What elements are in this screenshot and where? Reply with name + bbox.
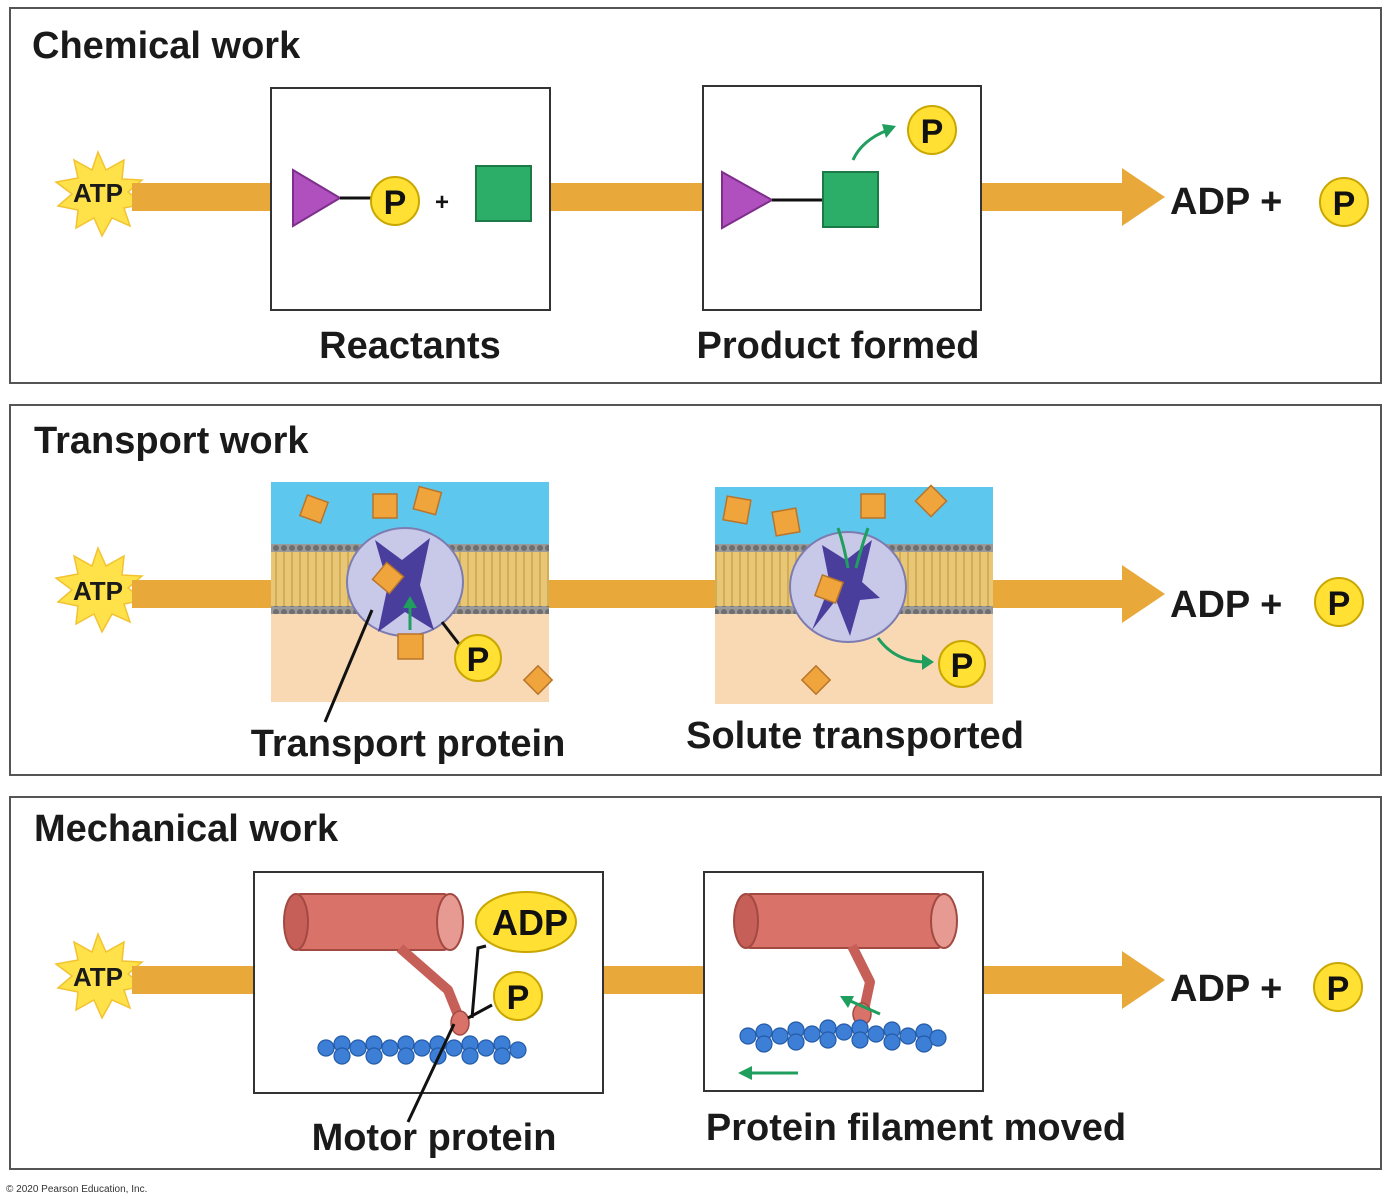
starburst-icon: [54, 149, 146, 238]
panel-title: Transport work: [34, 420, 309, 462]
adp-badge-label: ADP: [492, 902, 568, 943]
plus-sign: +: [435, 189, 449, 216]
atp-label: ATP: [73, 962, 123, 992]
atp-burst: ATP: [54, 931, 146, 1020]
membrane-box: P: [271, 482, 554, 702]
motor-head: [450, 1010, 470, 1036]
atp-label: ATP: [73, 576, 123, 606]
box-label: Solute transported: [686, 715, 1024, 757]
triangle-molecule: [292, 168, 342, 228]
box-label: Reactants: [319, 325, 501, 367]
solute-icon: [860, 493, 886, 519]
square-molecule: [475, 165, 532, 222]
protein-channel: [812, 540, 880, 636]
phosphate-label: P: [1327, 970, 1350, 1008]
motor-neck: [396, 944, 465, 1022]
arrow-head: [993, 565, 1165, 623]
arrow-head: [982, 168, 1165, 226]
phosphate-label: P: [951, 647, 974, 685]
release-arrow: [851, 128, 889, 161]
leader-line: [323, 609, 374, 723]
myosin-filament: [283, 893, 464, 951]
leader-line: [406, 1023, 456, 1123]
atp-label: ATP: [73, 178, 123, 208]
box-label: Product formed: [697, 325, 980, 367]
arrow-shaft: [549, 580, 715, 608]
arrow-shaft: [132, 966, 253, 994]
solute-icon: [813, 573, 845, 605]
actin-filament: [739, 1019, 947, 1053]
protein-channel: [375, 538, 434, 632]
actin-filament: [317, 1035, 527, 1065]
panel-title: Chemical work: [32, 25, 301, 67]
arrow-shaft: [132, 183, 270, 211]
box-label: Motor protein: [312, 1117, 557, 1159]
panel-title: Mechanical work: [34, 808, 339, 850]
box-label: Protein filament moved: [706, 1107, 1126, 1149]
phosphate-icon: [938, 640, 986, 688]
solute-icon: [412, 485, 443, 516]
adp-result: ADP +: [1170, 181, 1282, 223]
chemical-work-panel: Chemical work ATP P + Reactants P Produc…: [9, 7, 1382, 384]
solute-icon: [914, 484, 948, 518]
phosphate-icon: [493, 971, 543, 1021]
phosphate-label: P: [1328, 585, 1351, 623]
phosphate-icon: [1314, 577, 1364, 627]
solute-icon: [522, 664, 554, 696]
phosphate-icon: [370, 176, 420, 226]
adp-result: ADP +: [1170, 968, 1282, 1010]
starburst-icon: [54, 931, 146, 1020]
phosphate-label: P: [384, 184, 407, 222]
mechanical-work-panel: Mechanical work ATP: [9, 796, 1382, 1170]
arrow-head: [984, 951, 1165, 1009]
phosphate-icon: [454, 634, 502, 682]
phosphate-label: P: [507, 979, 530, 1017]
square-molecule: [822, 171, 879, 228]
transport-work-panel: Transport work ATP P: [9, 404, 1382, 776]
triangle-molecule: [721, 170, 775, 230]
phosphate-label: P: [1333, 185, 1356, 223]
adp-result: ADP +: [1170, 584, 1282, 626]
atp-burst: ATP: [54, 545, 146, 634]
phosphate-icon: [1313, 962, 1363, 1012]
solute-icon: [771, 507, 801, 537]
solute-icon: [397, 633, 424, 660]
motor-neck: [847, 943, 875, 1012]
starburst-icon: [54, 545, 146, 634]
copyright-notice: © 2020 Pearson Education, Inc.: [6, 1184, 147, 1195]
adp-badge: [475, 891, 577, 953]
arrow-shaft: [132, 580, 272, 608]
solute-icon: [371, 561, 405, 595]
membrane-box-after: P: [715, 484, 993, 704]
phosphate-label: P: [467, 641, 490, 679]
solute-icon: [298, 493, 330, 525]
atp-burst: ATP: [54, 149, 146, 238]
phosphate-icon: [1319, 177, 1369, 227]
solute-icon: [372, 493, 398, 519]
myosin-filament: [733, 893, 958, 949]
arrow-shaft: [551, 183, 703, 211]
solute-icon: [800, 664, 832, 696]
phosphate-label: P: [921, 113, 944, 151]
arrow-shaft: [604, 966, 704, 994]
solute-icon: [722, 495, 752, 525]
power-stroke-arrow: [847, 998, 881, 1016]
box-label: Transport protein: [251, 723, 566, 765]
phosphate-icon: [907, 105, 957, 155]
